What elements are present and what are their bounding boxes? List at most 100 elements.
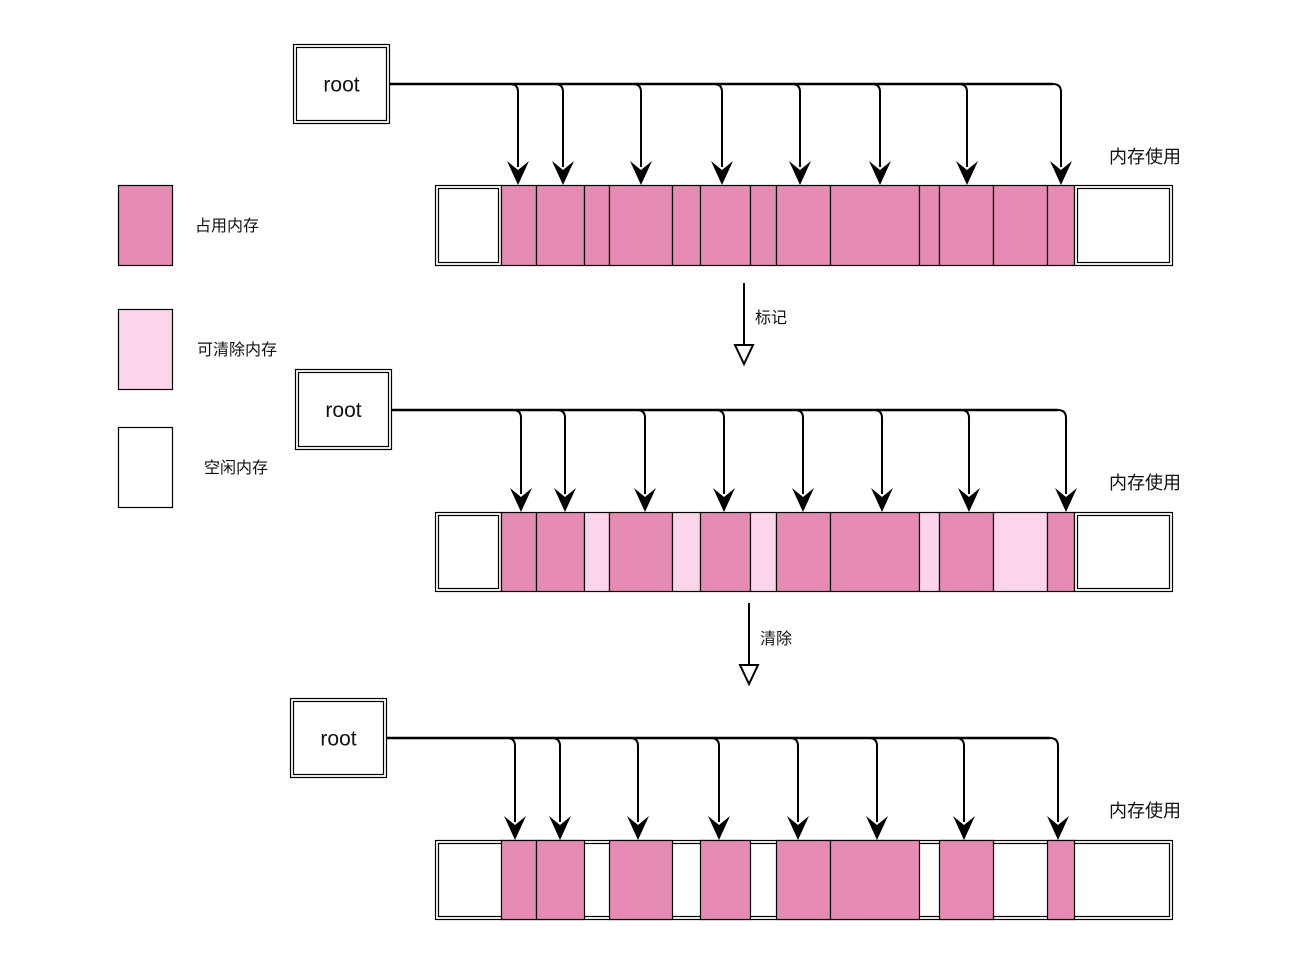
root-label: root (320, 728, 356, 751)
reference-arrow-line (1052, 83, 1062, 167)
step-sweep-label: 清除 (760, 629, 792, 648)
memory-segment-collectible (992, 511, 1049, 593)
memory-segment-collectible (918, 511, 941, 593)
reference-arrow-head-icon (627, 816, 649, 840)
memory-segment-collectible (749, 511, 778, 593)
memory-segment-occupied (938, 511, 995, 593)
memory-segment-occupied (500, 839, 538, 921)
reference-arrow-head-icon (507, 161, 529, 185)
memory-segment-occupied (938, 184, 995, 267)
step-mark-arrow-head-icon (733, 344, 755, 367)
legend: 占用内存 可清除内存 空闲内存 (117, 184, 277, 509)
reference-arrow-head-icon (956, 161, 978, 185)
reference-arrows (392, 408, 1077, 512)
memory-segment-free (434, 511, 503, 593)
reference-arrow-line (1057, 409, 1067, 494)
root-box-outer (294, 368, 393, 451)
reference-arrow-line (789, 737, 799, 822)
reference-arrow-line (715, 409, 725, 494)
memory-segment-free-inner (1076, 514, 1171, 590)
memory-segment-occupied (992, 184, 1049, 267)
reference-arrow-line (1049, 737, 1059, 822)
memory-usage-label: 内存使用 (1109, 147, 1181, 168)
legend-item-occupied: 占用内存 (117, 184, 259, 267)
root-box-inner (297, 371, 390, 448)
legend-swatch-collectible (117, 308, 174, 391)
memory-segment-free (1073, 511, 1174, 593)
memory-segment-occupied (775, 184, 832, 267)
step-sweep: 清除 (738, 603, 792, 687)
memory-segment-occupied (608, 184, 674, 267)
memory-segment-free-inner (437, 514, 500, 590)
reference-arrow-line (960, 409, 970, 494)
reference-arrow-line (955, 737, 965, 822)
stage-initial: root 内存使用 (292, 43, 1181, 267)
reference-arrow-head-icon (1050, 161, 1072, 185)
memory-segment-collectible (583, 511, 611, 593)
memory-segment-occupied (749, 184, 778, 267)
reference-arrow-line (551, 737, 561, 822)
reference-arrow-head-icon (713, 488, 735, 512)
memory-bar (434, 511, 1174, 593)
reference-arrow-line (506, 737, 516, 822)
root-label: root (323, 74, 359, 97)
legend-label-collectible: 可清除内存 (197, 340, 277, 359)
reference-arrow-line (873, 409, 883, 494)
reference-arrow-head-icon (958, 488, 980, 512)
memory-segment-occupied (535, 839, 586, 921)
reference-arrow-head-icon (549, 816, 571, 840)
legend-label-occupied: 占用内存 (195, 216, 259, 235)
memory-segment-occupied (608, 511, 674, 593)
memory-segment-occupied (500, 511, 538, 593)
reference-arrow-head-icon (708, 816, 730, 840)
root-label: root (325, 399, 361, 422)
legend-swatch-free (117, 426, 174, 509)
memory-segment-occupied (583, 184, 611, 267)
reference-arrow-line (636, 409, 646, 494)
reference-arrow-head-icon (504, 816, 526, 840)
memory-segment-free-inner (1076, 187, 1171, 264)
memory-segment-occupied (699, 184, 752, 267)
reference-arrow-head-icon (634, 488, 656, 512)
reference-arrow-line (512, 409, 522, 494)
step-mark: 标记 (733, 283, 787, 367)
reference-arrow-line (554, 83, 564, 167)
memory-segment-occupied (699, 839, 752, 921)
memory-segment-occupied (829, 511, 921, 593)
reference-arrow-head-icon (871, 488, 893, 512)
root-node: root (292, 43, 391, 125)
memory-bar (434, 839, 1174, 921)
memory-segment-occupied (918, 184, 941, 267)
reference-arrow-line (794, 409, 804, 494)
memory-segment-occupied (1046, 184, 1076, 267)
root-box-outer (289, 697, 388, 779)
reference-arrow-head-icon (792, 488, 814, 512)
reference-arrow-line (710, 737, 720, 822)
reference-arrow-line (632, 83, 642, 167)
reference-arrow-head-icon (953, 816, 975, 840)
legend-item-free: 空闲内存 (117, 426, 268, 509)
reference-arrow-head-icon (789, 161, 811, 185)
reference-arrow-line (509, 83, 519, 167)
reference-arrows (387, 736, 1069, 840)
memory-segment-occupied (829, 839, 921, 921)
root-box-outer (292, 43, 391, 125)
reference-arrow-head-icon (869, 161, 891, 185)
step-sweep-arrow-head-icon (738, 664, 760, 687)
memory-segment-occupied (938, 839, 995, 921)
memory-segment-occupied (829, 184, 921, 267)
reference-arrow-line (871, 83, 881, 167)
reference-arrow-head-icon (554, 488, 576, 512)
memory-segment-occupied (671, 184, 702, 267)
reference-arrow-head-icon (787, 816, 809, 840)
memory-segment-occupied (535, 184, 586, 267)
reference-arrow-line (958, 83, 968, 167)
memory-segment-occupied (699, 511, 752, 593)
reference-arrow-head-icon (630, 161, 652, 185)
root-node: root (294, 368, 393, 451)
memory-segment-occupied (535, 511, 586, 593)
reference-arrow-line (629, 737, 639, 822)
root-node: root (289, 697, 388, 779)
